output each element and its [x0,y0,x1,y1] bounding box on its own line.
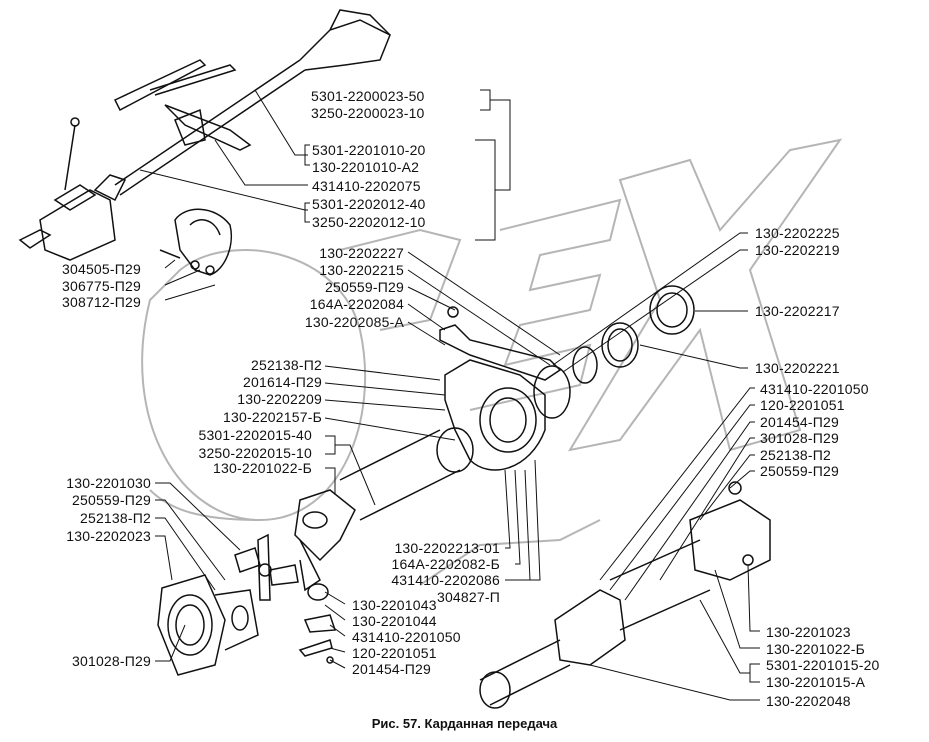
part-label: 431410-2201050 [352,629,461,645]
part-label: 301028-П29 [760,430,840,446]
part-label: 130-2202217 [755,303,840,319]
part-label: 250559-П29 [71,492,151,508]
part-label: 252138-П2 [79,510,151,526]
part-label: 308712-П29 [61,294,141,310]
cross-and-flange [157,533,299,676]
part-label: 431410-2201050 [760,381,869,397]
part-label: 130-2201044 [352,613,437,629]
part-label: 5301-2202015-40 [198,427,312,443]
part-label: 301028-П29 [71,653,151,669]
part-label: 130-2202048 [766,693,851,709]
part-label: 130-2202213-01 [394,540,500,556]
leader-lines-right [155,232,760,701]
part-label: 164А-2202084 [309,296,404,312]
part-label: 306775-П29 [61,278,141,294]
part-label: 130-2201015-А [766,674,866,690]
part-label: 431410-2202086 [391,572,500,588]
part-label: 130-2201022-Б [213,460,312,476]
main-shaft-assembly [18,9,391,261]
part-label: 201454-П29 [760,414,840,430]
part-label: 120-2201051 [760,397,845,413]
part-label: 130-2202215 [319,262,404,278]
part-label: 130-2202221 [755,360,840,376]
part-label: 130-2202209 [237,391,322,407]
part-label: 130-2201030 [66,475,151,491]
part-label: 130-2202225 [755,225,840,241]
part-label: 130-2201023 [766,624,851,640]
part-label: 201454-П29 [352,661,432,677]
part-label: 130-2202157-Б [223,409,322,425]
part-label: 130-2202085-А [304,314,404,330]
part-label: 130-2202023 [66,528,151,544]
part-label: 120-2201051 [352,645,437,661]
front-shaft [294,427,474,664]
part-label: 164А-2202082-Б [391,556,500,572]
figure-caption: Рис. 57. Карданная передача [371,716,558,731]
part-label: 130-2202219 [755,242,840,258]
part-label: 130-2201010-A2 [312,159,420,175]
part-label: 252138-П2 [250,357,322,373]
part-label: 304827-П [436,589,500,605]
part-label: 5301-2201015-20 [766,657,880,673]
part-label: 250559-П29 [324,279,404,295]
part-label: 130-2201022-Б [766,641,865,657]
part-label: 130-2202227 [319,245,404,261]
part-label: 201614-П29 [242,374,322,390]
part-label: 304505-П29 [61,261,141,277]
part-label: 3250-2202012-10 [312,214,426,230]
brake-assembly [159,208,232,276]
part-label: 5301-2202012-40 [312,196,426,212]
part-label: 252138-П2 [760,447,832,463]
part-label: 250559-П29 [760,463,840,479]
part-label: 431410-2202075 [312,178,421,194]
part-label: 5301-2200023-50 [311,88,425,104]
rear-shaft [479,481,771,709]
part-label: 3250-2200023-10 [311,105,425,121]
part-label: 130-2201043 [352,597,437,613]
intermediate-support [439,285,695,471]
part-label: 5301-2201010-20 [312,142,426,158]
leader-lines [139,89,511,301]
part-label: 3250-2202015-10 [198,445,312,461]
watermark-outline [141,138,843,586]
